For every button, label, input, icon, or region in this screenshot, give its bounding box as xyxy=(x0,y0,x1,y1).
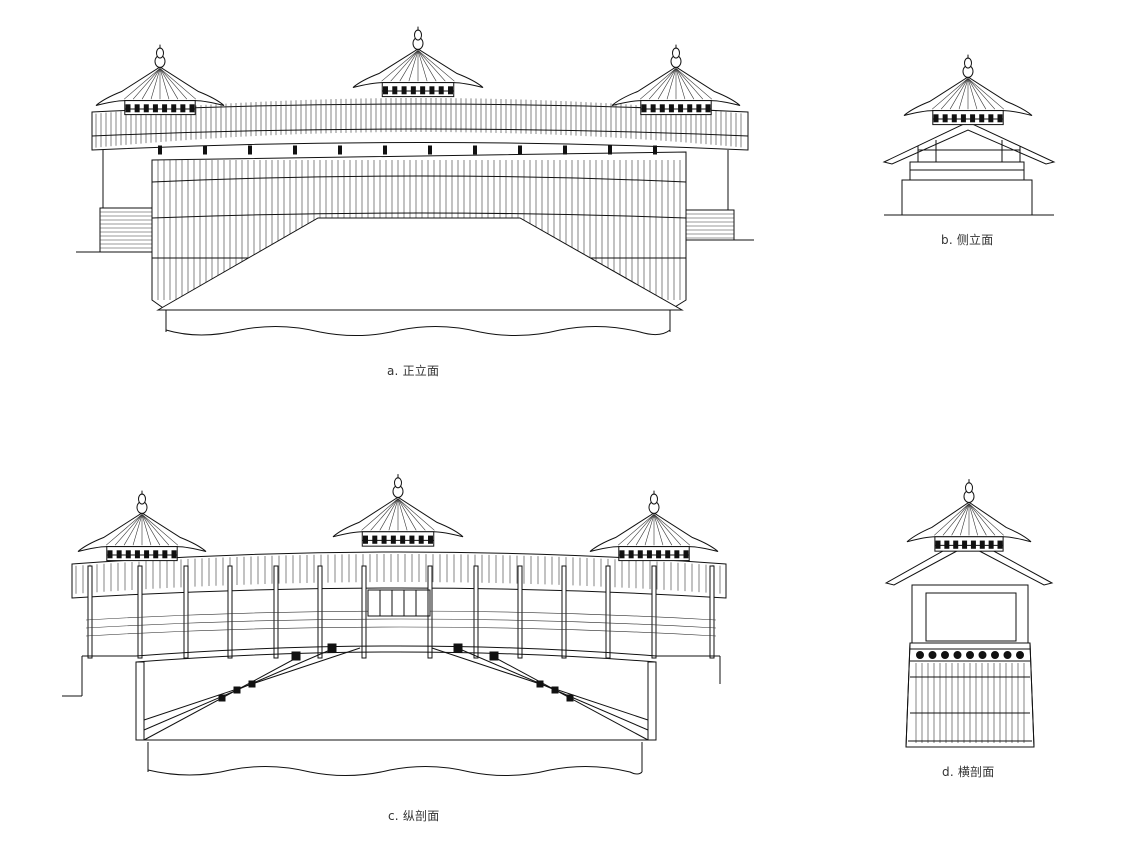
caption-longitudinal-section: c. 纵剖面 xyxy=(388,809,440,823)
caption-cross-section: d. 横剖面 xyxy=(942,765,995,779)
front-elevation-drawing: a. 正立面 xyxy=(0,0,800,378)
cross-section-drawing: d. 横剖面 xyxy=(870,475,1070,795)
caption-side-elevation: b. 侧立面 xyxy=(941,233,994,247)
longitudinal-section-drawing: c. 纵剖面 xyxy=(0,474,800,840)
caption-front-elevation: a. 正立面 xyxy=(387,364,440,378)
side-elevation-drawing: b. 侧立面 xyxy=(870,50,1070,250)
